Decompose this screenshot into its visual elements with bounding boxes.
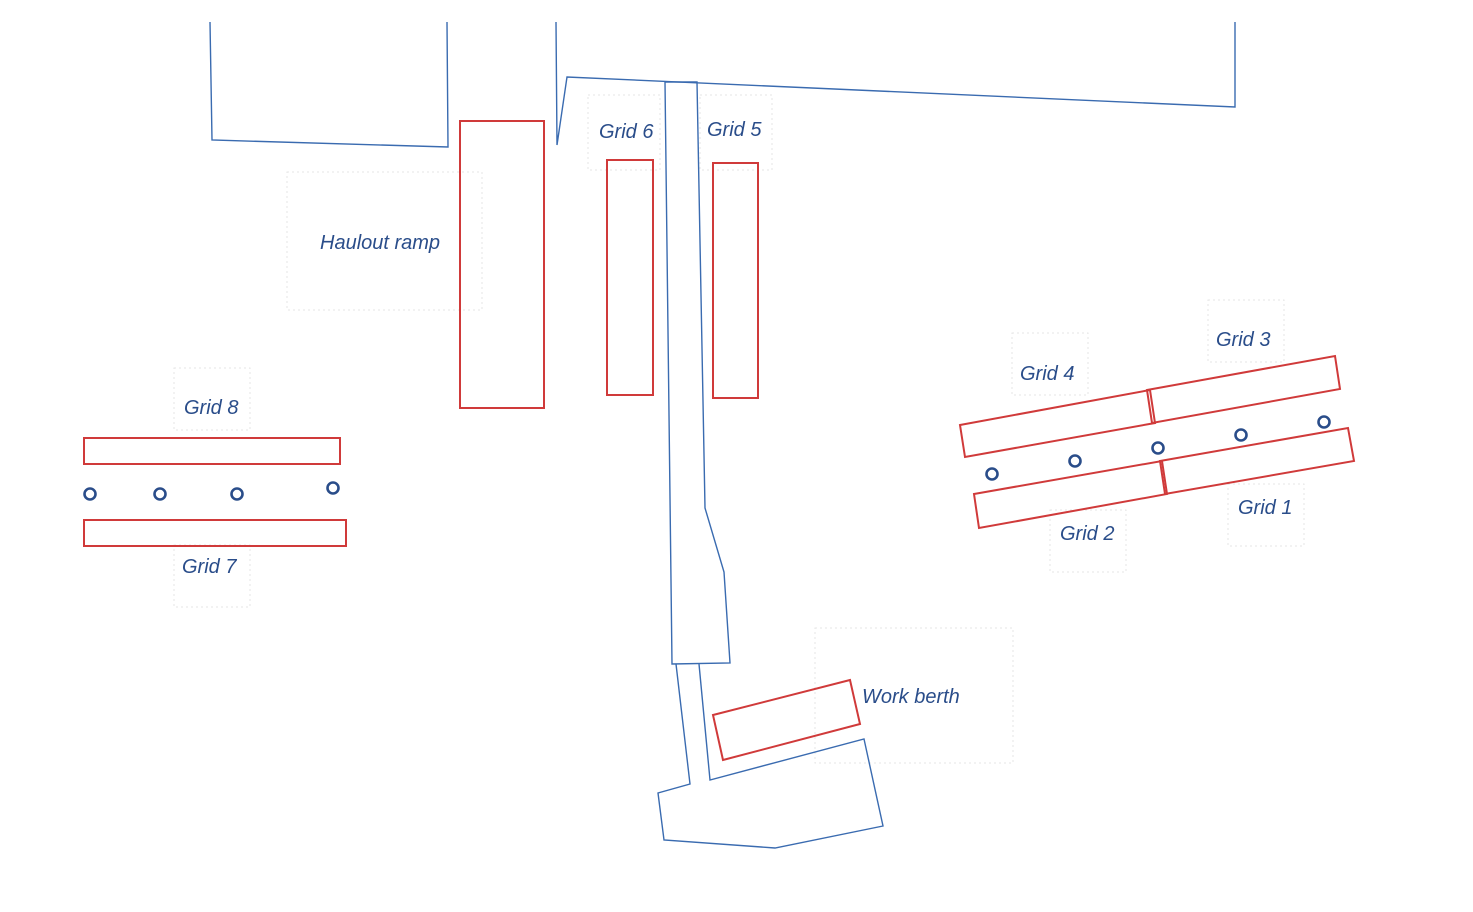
grid-1-label: Grid 1 <box>1238 497 1292 519</box>
quay-wall-outline <box>555 21 1236 146</box>
grid-6-label: Grid 6 <box>599 121 654 143</box>
label-hint-boxes <box>173 94 1305 764</box>
hint-box-grid-7 <box>173 544 251 608</box>
grid-8-label: Grid 8 <box>184 397 238 419</box>
grid-8-area <box>83 437 341 465</box>
site-outlines <box>209 21 1236 849</box>
grid-3-area <box>1145 354 1342 425</box>
grid-1-area <box>1158 426 1356 496</box>
hint-box-haulout <box>286 171 483 311</box>
hint-box-grid-6 <box>587 94 661 171</box>
grid-7-label: Grid 7 <box>182 556 237 578</box>
bollard-marker <box>985 467 999 481</box>
grid-5-area <box>712 162 759 399</box>
hint-box-grid-2 <box>1049 509 1127 573</box>
work-berth-label: Work berth <box>862 686 960 708</box>
grid-6-area <box>606 159 654 396</box>
area-labels: Haulout ramp Grid 6 Grid 5 Grid 8 Grid 7… <box>182 119 1292 708</box>
grid-2-area <box>972 459 1169 530</box>
bollard-marker <box>153 487 167 501</box>
grid-4-label: Grid 4 <box>1020 363 1074 385</box>
grid-2-label: Grid 2 <box>1060 523 1114 545</box>
building-left-outline <box>209 21 449 148</box>
bollard-marker <box>1068 454 1082 468</box>
grid-areas <box>83 120 1356 762</box>
bollard-marker <box>326 481 340 495</box>
grid-7-area <box>83 519 347 547</box>
haulout-ramp-area <box>459 120 545 409</box>
jetty-outline <box>664 81 731 665</box>
haulout-ramp-label: Haulout ramp <box>320 232 440 254</box>
hint-box-work-berth <box>814 627 1014 764</box>
hint-box-grid-8 <box>173 367 251 431</box>
hint-box-grid-5 <box>699 94 773 171</box>
hint-box-grid-4 <box>1011 332 1089 396</box>
bollard-marker <box>1151 441 1165 455</box>
bollard-marker <box>1317 415 1331 429</box>
grid-5-label: Grid 5 <box>707 119 762 141</box>
hint-box-grid-3 <box>1207 299 1285 363</box>
pontoon-outline <box>657 663 884 849</box>
bollard-marker <box>230 487 244 501</box>
grid-4-area <box>958 388 1157 459</box>
bollards <box>83 415 1331 501</box>
bollard-marker <box>1234 428 1248 442</box>
bollard-marker <box>83 487 97 501</box>
grid-3-label: Grid 3 <box>1216 329 1270 351</box>
hint-box-grid-1 <box>1227 483 1305 547</box>
work-berth-area <box>711 678 862 762</box>
